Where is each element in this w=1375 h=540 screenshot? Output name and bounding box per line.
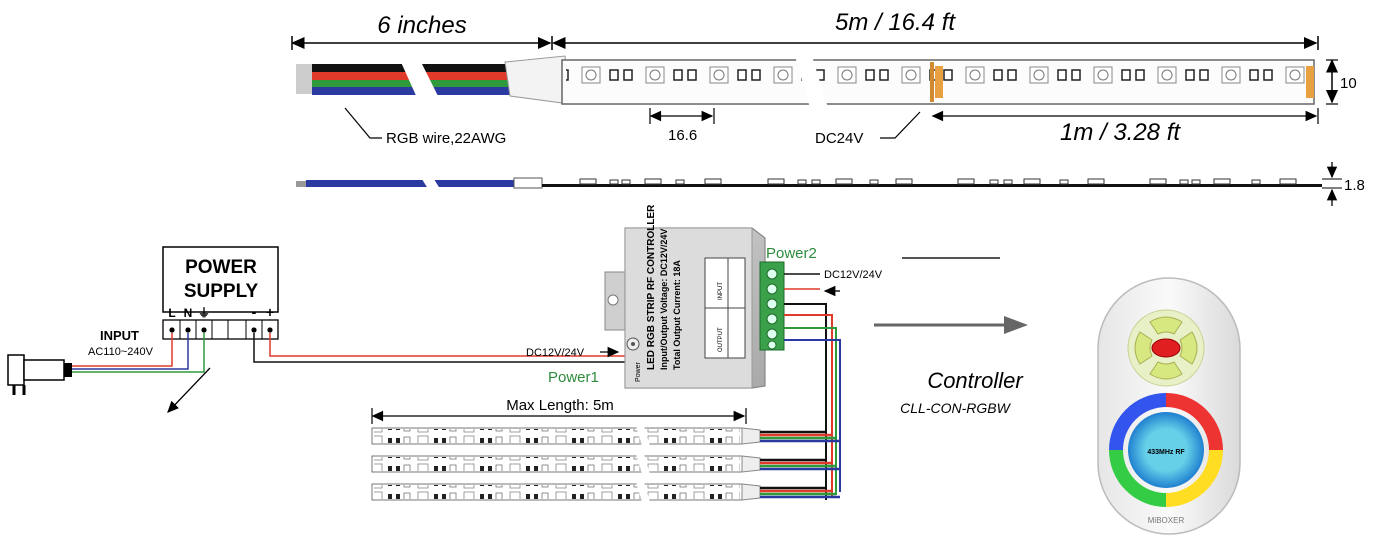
led-strip-2: [371, 454, 840, 474]
led-strip-side-view: [296, 176, 1322, 192]
rf-controller-box: LED RGB STRIP RF CONTROLLER Input/Output…: [604, 204, 766, 389]
controller-text-line2: Input/Output Voltage: DC12V/24V: [659, 229, 669, 370]
controller-text-line1: LED RGB STRIP RF CONTROLLER: [646, 204, 657, 370]
power-supply-title-line1: POWER: [185, 257, 257, 278]
led-strip-1: [371, 426, 840, 446]
power1-voltage-label: DC12V/24V: [526, 347, 585, 359]
terminal-n-label: N: [184, 306, 193, 320]
led-pitch-label: 16.6: [668, 127, 697, 144]
remote-caption: Controller: [927, 368, 1024, 393]
strip-voltage-label: DC24V: [815, 130, 863, 147]
terminal-ground-label: ⏚: [198, 306, 210, 320]
terminal-minus-label: -: [252, 304, 257, 320]
strip-width-label: 10: [1340, 75, 1357, 92]
terminal-plus-label: +: [266, 304, 274, 320]
power-jack-label: Power: [635, 361, 642, 382]
cut-length-label: 1m / 3.28 ft: [1060, 119, 1181, 146]
output-terminal-block: [759, 261, 785, 351]
controller-input-label: INPUT: [718, 282, 724, 300]
remote-brand-label: MiBOXER: [1148, 516, 1185, 525]
strip-thickness-label: 1.8: [1344, 177, 1365, 194]
power2-voltage-label: DC12V/24V: [824, 269, 883, 281]
power2-label: Power2: [766, 245, 817, 262]
led-strip-top-view: [561, 56, 1315, 108]
strip-length-label: 5m / 16.4 ft: [835, 9, 956, 36]
power-supply-title-line2: SUPPLY: [184, 281, 259, 302]
controller-text-line3: Total Output Current: 18A: [672, 260, 682, 370]
rgb-wire-bundle: [296, 55, 571, 105]
ground-arrow: [167, 367, 211, 413]
remote-model: CLL-CON-RGBW: [900, 400, 1011, 416]
ac-plug-icon: [7, 354, 72, 395]
wire-spec-label: RGB wire,22AWG: [386, 130, 506, 147]
power1-label: Power1: [548, 369, 599, 386]
rf-remote: 433MHz RF MiBOXER: [1097, 277, 1241, 535]
input-label: INPUT: [100, 328, 139, 343]
led-strip-3: [371, 482, 840, 502]
input-voltage-label: AC110~240V: [88, 346, 154, 358]
led-strip-array: Max Length: 5m: [371, 397, 840, 502]
terminal-l-label: L: [168, 306, 175, 320]
top-dimension-drawing: 6 inches 5m / 16.4 ft 10: [291, 9, 1365, 206]
remote-frequency-label: 433MHz RF: [1147, 449, 1185, 456]
controller-output-label: OUTPUT: [718, 327, 724, 352]
max-length-label: Max Length: 5m: [506, 397, 614, 414]
wire-length-label: 6 inches: [377, 12, 466, 39]
power-supply: POWER SUPPLY L N ⏚ - + INPUT AC110~240V: [88, 246, 279, 358]
